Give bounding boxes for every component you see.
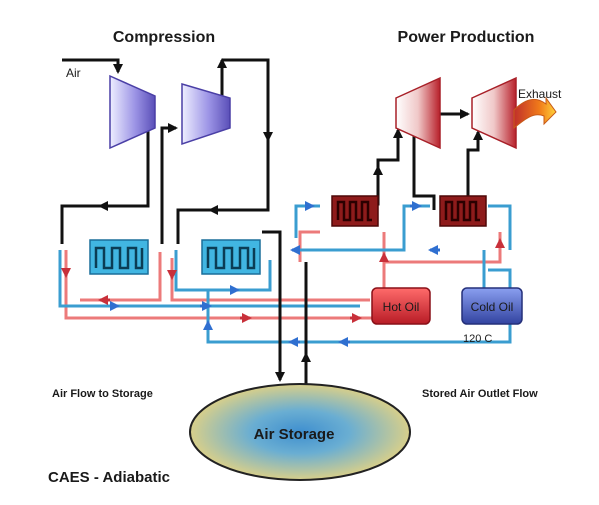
low-pressure-compressor — [109, 74, 156, 150]
hot-oil-label: Hot Oil — [383, 300, 420, 314]
diagram-caption: CAES - Adiabatic — [48, 469, 170, 486]
exhaust-label: Exhaust — [518, 87, 562, 101]
power-production-title: Power Production — [398, 29, 535, 46]
intercooler-1 — [89, 239, 149, 275]
air-storage-label: Air Storage — [254, 426, 335, 443]
cold-flow-arrows — [110, 201, 440, 347]
air-storage-cavern — [189, 383, 411, 481]
outlet-flow-label: Stored Air Outlet Flow — [422, 388, 538, 400]
high-pressure-compressor — [181, 83, 231, 146]
reheater-1 — [331, 195, 379, 227]
exhaust-arrow — [513, 96, 557, 130]
cold-oil-lines — [58, 204, 512, 344]
cold-oil-label: Cold Oil — [471, 300, 514, 314]
intercooler-2 — [201, 239, 261, 275]
air-inlet-label: Air — [66, 66, 81, 80]
temperature-label: 120 C — [463, 333, 492, 345]
cold-oil-tank — [461, 287, 523, 325]
hot-oil-tank — [371, 287, 431, 325]
low-pressure-turbine — [471, 76, 517, 150]
hot-flow-arrows — [61, 238, 505, 323]
compression-title: Compression — [113, 29, 215, 46]
high-pressure-turbine — [395, 76, 441, 150]
reheater-2 — [439, 195, 487, 227]
flow-to-storage-label: Air Flow to Storage — [52, 388, 153, 400]
